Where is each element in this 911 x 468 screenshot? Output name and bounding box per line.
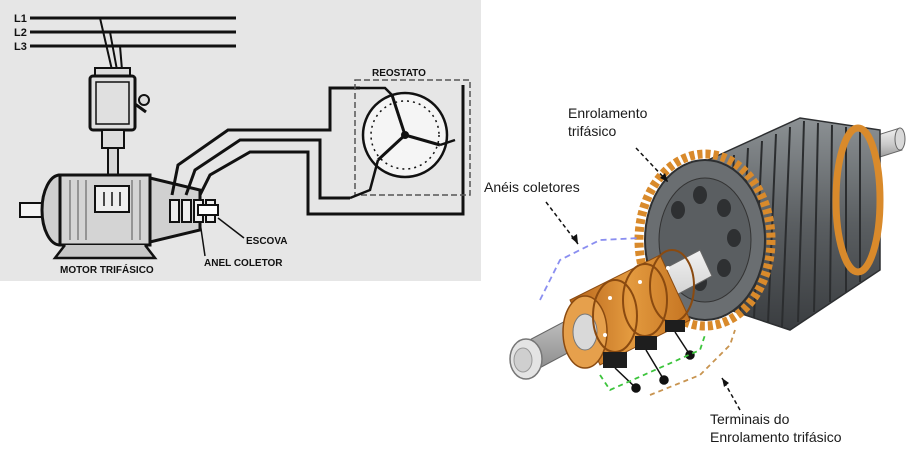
line-label-l3: L3: [14, 41, 27, 53]
switch-box: [88, 67, 150, 149]
winding-label-line2: trifásico: [568, 123, 616, 139]
brush-holders: [603, 320, 685, 368]
line-label-l1: L1: [14, 13, 27, 25]
terminals-bracket: [649, 329, 736, 396]
terminal-leads: [614, 331, 695, 393]
rings-bracket: [539, 237, 641, 301]
brush-bracket: [599, 334, 706, 392]
line-label-l2: L2: [14, 27, 27, 39]
leader-arrowheads: [571, 173, 729, 387]
slip-rings-left: [169, 199, 219, 223]
rheostat-cables: [170, 85, 465, 216]
label-leaders-left: [199, 217, 245, 257]
collector-ring-label: ANEL COLETOR: [204, 258, 283, 269]
supply-lines: [30, 16, 236, 48]
brush-label: ESCOVA: [246, 236, 288, 247]
winding-label-line1: Enrolamento: [568, 105, 648, 121]
rheostat-label: REOSTATO: [372, 68, 426, 79]
terminals-label-line2: Enrolamento trifásico: [710, 429, 842, 445]
rotor-illustration: Enrolamento trifásico Anéis coletores Te…: [484, 105, 906, 445]
motor-label: MOTOR TRIFÁSICO: [60, 263, 154, 276]
rheostat: [349, 79, 471, 200]
terminals-label-line1: Terminais do: [710, 411, 790, 427]
rings-label: Anéis coletores: [484, 179, 580, 195]
wiring-diagram: L1 L2 L3: [0, 0, 481, 281]
switch-feed-wires: [99, 17, 123, 71]
